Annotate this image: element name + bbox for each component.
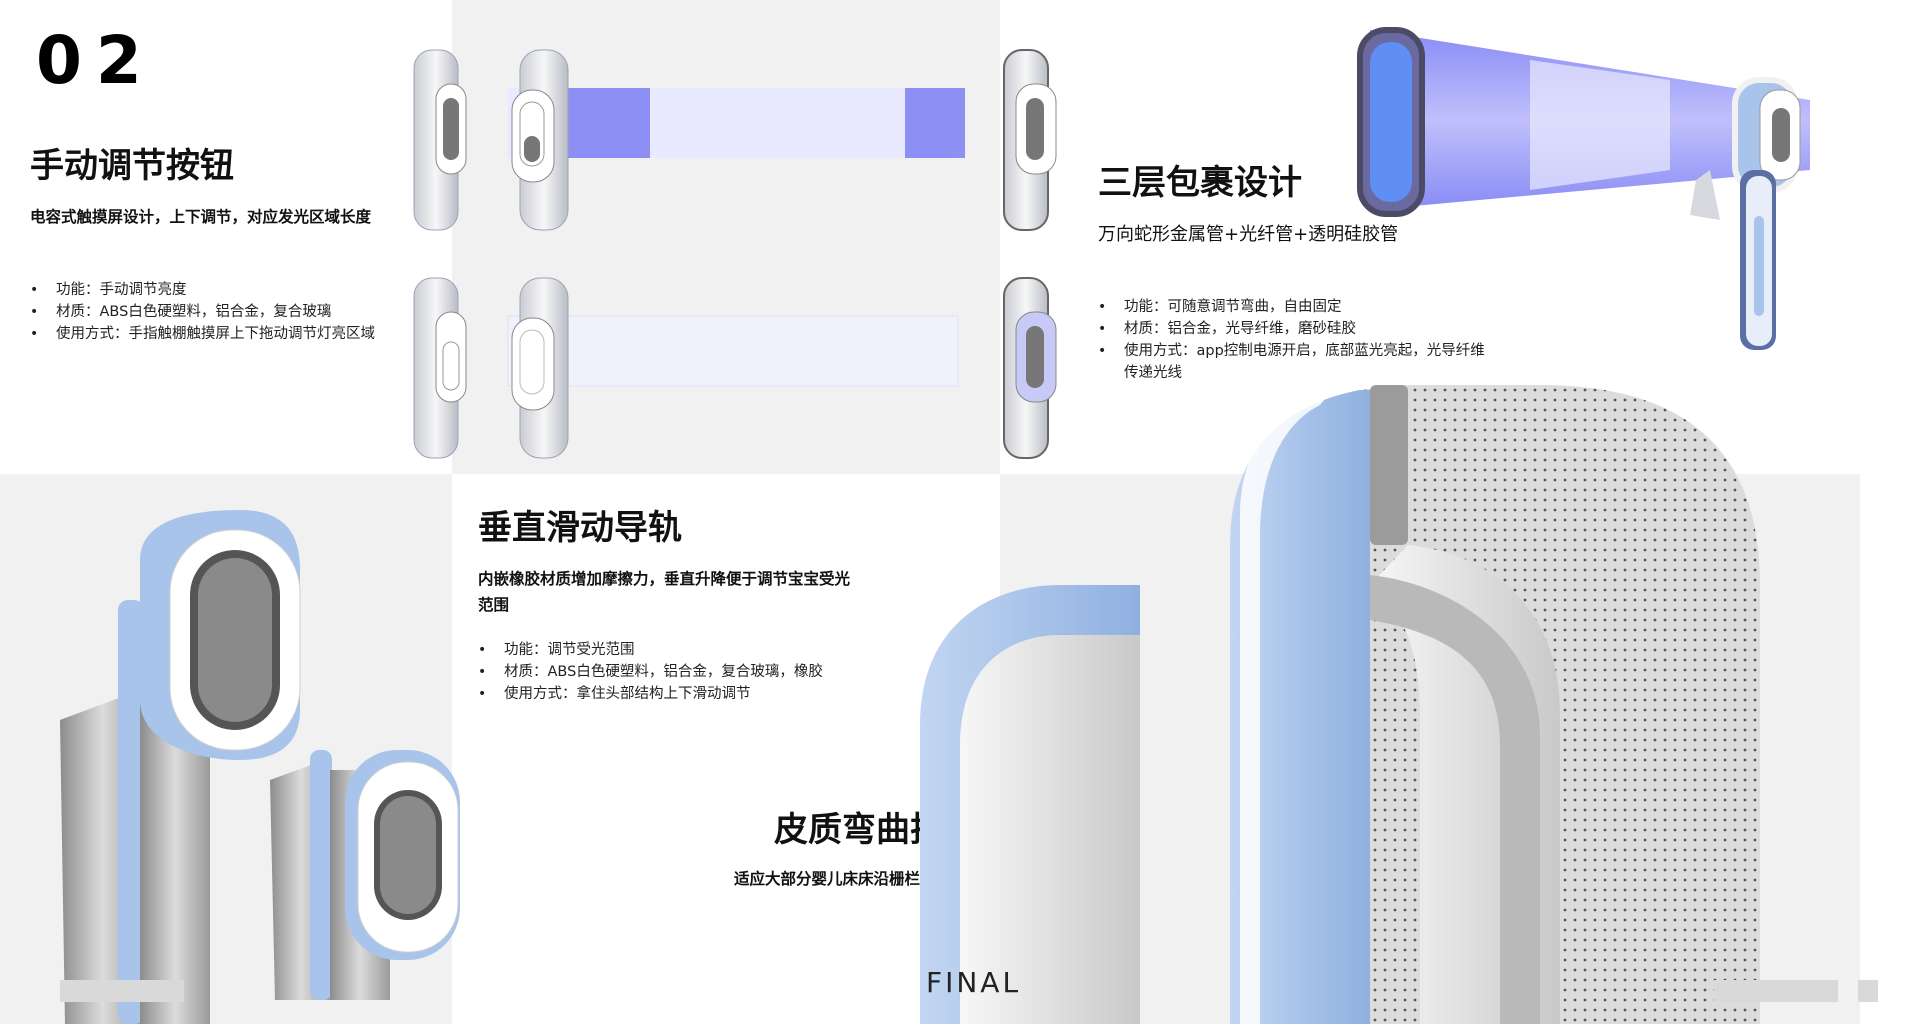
manual-button-bullets: 功能：手动调节亮度 材质：ABS白色硬塑料，铝合金，复合玻璃 使用方式：手指触棚… <box>30 279 440 345</box>
list-item: 使用方式：手指触棚触摸屏上下拖动调节灯亮区域 <box>30 323 440 345</box>
list-item: 功能：可随意调节弯曲，自由固定 <box>1098 296 1498 318</box>
decor-bar-bottom-right-small <box>1858 980 1878 1002</box>
three-layer-tube-render <box>1357 27 1810 350</box>
list-item: 功能：手动调节亮度 <box>30 279 440 301</box>
three-layer-title: 三层包裹设计 <box>1098 163 1302 203</box>
list-item: 使用方式：app控制电源开启，底部蓝光亮起，光导纤维传递光线 <box>1098 340 1498 384</box>
decor-bar-bottom-right <box>1714 980 1838 1002</box>
three-layer-bullets: 功能：可随意调节弯曲，自由固定 材质：铝合金，光导纤维，磨砂硅胶 使用方式：ap… <box>1098 296 1498 384</box>
list-item: 材质：ABS白色硬塑料，铝合金，复合玻璃，橡胶 <box>478 661 918 683</box>
list-item: 材质：铝合金，光导纤维，磨砂硅胶 <box>1098 318 1498 340</box>
decor-bar-bottom-left <box>60 980 184 1002</box>
footer-final-label: FINAL <box>926 966 1022 999</box>
vertical-rail-subtitle: 内嵌橡胶材质增加摩擦力，垂直升降便于调节宝宝受光范围 <box>478 570 851 614</box>
light-bar-render-lower <box>413 277 1057 459</box>
manual-button-subtitle: 电容式触摸屏设计，上下调节，对应发光区域长度 <box>30 208 372 226</box>
three-layer-subtitle: 万向蛇形金属管+光纤管+透明硅胶管 <box>1098 224 1399 245</box>
list-item: 功能：调节受光范围 <box>478 639 918 661</box>
light-bar-render-upper <box>413 49 1057 231</box>
page-number: 02 <box>36 22 156 99</box>
list-item: 使用方式：拿住头部结构上下滑动调节 <box>478 683 918 705</box>
manual-button-title: 手动调节按钮 <box>30 146 234 186</box>
vertical-rail-render <box>60 510 460 1024</box>
vertical-rail-bullets: 功能：调节受光范围 材质：ABS白色硬塑料，铝合金，复合玻璃，橡胶 使用方式：拿… <box>478 639 918 705</box>
leather-hook-render <box>920 385 1760 1024</box>
vertical-rail-title: 垂直滑动导轨 <box>478 508 682 548</box>
list-item: 材质：ABS白色硬塑料，铝合金，复合玻璃 <box>30 301 440 323</box>
